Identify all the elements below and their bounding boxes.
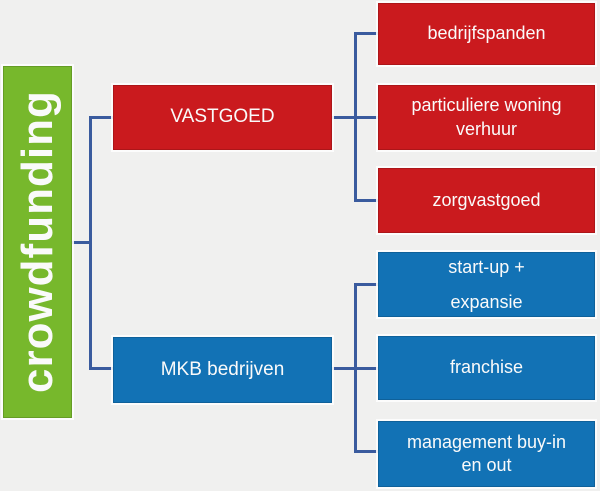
branch-node-vastgoed: VASTGOED [113, 85, 332, 150]
leaf-node-particuliere-woning-verhuur: particuliere woning verhuur [378, 85, 595, 150]
leaf-node-management-buy-in-en-out: management buy-in en out [378, 421, 595, 487]
connector-stub-startup [354, 283, 380, 286]
connector-cross-vastgoed [331, 116, 380, 119]
connector-stub-mkb [89, 367, 115, 370]
leaf-node-bedrijfspanden: bedrijfspanden [378, 3, 595, 65]
leaf-label: start-up + expansie [448, 257, 525, 312]
leaf-label: particuliere woning verhuur [411, 95, 562, 139]
connector-stub-management [354, 450, 380, 453]
connector-level1-trunk [89, 116, 92, 370]
leaf-label: zorgvastgoed [432, 189, 541, 210]
leaf-node-zorgvastgoed: zorgvastgoed [378, 168, 595, 233]
branch-label: MKB bedrijven [160, 358, 285, 380]
leaf-label: franchise [449, 357, 524, 378]
leaf-label: management buy-in en out [406, 431, 567, 475]
connector-stub-zorgvastgoed [354, 199, 380, 202]
branch-node-mkb-bedrijven: MKB bedrijven [113, 337, 332, 403]
leaf-label: bedrijfspanden [427, 23, 546, 44]
connector-cross-mkb [332, 367, 380, 370]
leaf-node-startup-expansie: start-up + expansie [378, 252, 595, 317]
connector-root-stub [70, 241, 92, 244]
connector-stub-vastgoed [89, 116, 115, 119]
connector-stub-bedrijfspanden [354, 32, 380, 35]
leaf-node-franchise: franchise [378, 336, 595, 400]
branch-label: VASTGOED [170, 106, 275, 128]
root-label: crowdfunding [12, 90, 62, 394]
root-node-crowdfunding: crowdfunding [3, 66, 72, 418]
